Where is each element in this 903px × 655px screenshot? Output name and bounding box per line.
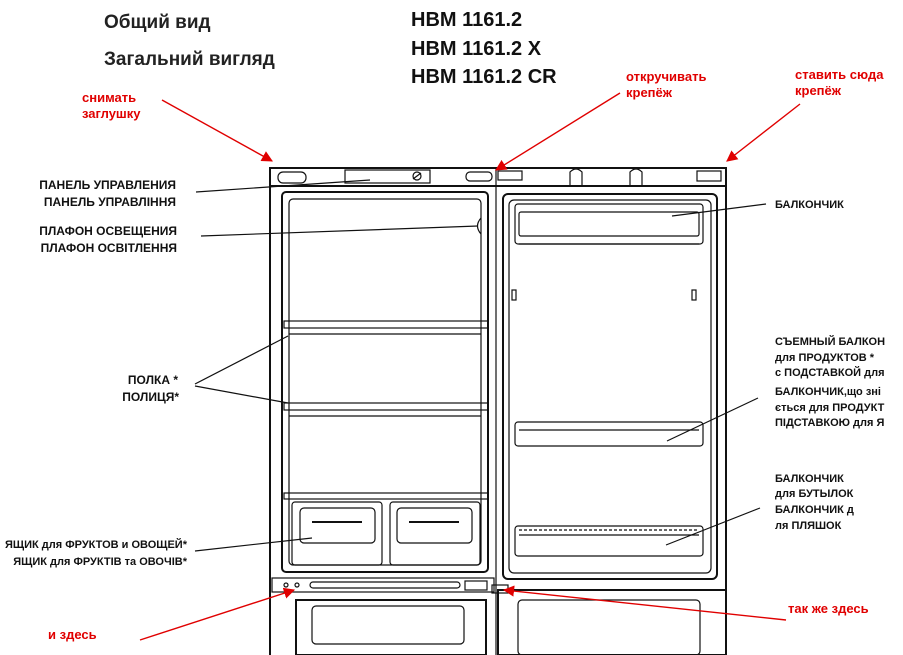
label-light-ru: ПЛАФОН ОСВЕЩЕНИЯ <box>39 224 177 238</box>
label-bottle-balcony-4: ля ПЛЯШОК <box>775 520 842 532</box>
model-name-3: HBM 1161.2 CR <box>411 66 557 88</box>
label-bottle-balcony-3: БАЛКОНЧИК д <box>775 504 854 516</box>
annotation-arrows <box>139 92 801 641</box>
note-remove-plug-2: заглушку <box>82 106 141 121</box>
label-control-panel-ua: ПАНЕЛЬ УПРАВЛІННЯ <box>44 195 176 209</box>
label-door-balcony: БАЛКОНЧИК <box>775 199 844 211</box>
label-removable-balcony-6: ПІДСТАВКОЮ для Я <box>775 417 884 429</box>
label-removable-balcony-2: для ПРОДУКТОВ * <box>775 352 875 364</box>
note-put-here-1: ставить сюда <box>795 67 884 82</box>
label-removable-balcony-5: ється для ПРОДУКТ <box>775 402 885 414</box>
note-also-here: так же здесь <box>788 601 869 616</box>
model-name-2: HBM 1161.2 X <box>411 38 542 60</box>
right-labels: БАЛКОНЧИК СЪЕМНЫЙ БАЛКОН для ПРОДУКТОВ *… <box>775 199 885 532</box>
note-put-here-2: крепёж <box>795 83 842 98</box>
note-and-here: и здесь <box>48 627 97 642</box>
red-notes: снимать заглушку откручивать крепёж став… <box>48 67 884 642</box>
label-crisper-ru: ЯЩИК для ФРУКТОВ и ОВОЩЕЙ* <box>5 538 188 551</box>
general-view-ua: Загальний вигляд <box>104 49 275 70</box>
label-shelf-ru: ПОЛКА * <box>128 373 178 387</box>
leader-lines <box>194 179 767 552</box>
label-removable-balcony-3: с ПОДСТАВКОЙ для <box>775 366 885 379</box>
label-removable-balcony-4: БАЛКОНЧИК,що зні <box>775 386 881 398</box>
label-removable-balcony-1: СЪЕМНЫЙ БАЛКОН <box>775 335 885 348</box>
fridge-body <box>269 167 727 655</box>
label-bottle-balcony-2: для БУТЫЛОК <box>775 488 854 500</box>
label-crisper-ua: ЯЩИК для ФРУКТІВ та ОВОЧІВ* <box>13 556 187 568</box>
left-labels: ПАНЕЛЬ УПРАВЛЕНИЯ ПАНЕЛЬ УПРАВЛІННЯ ПЛАФ… <box>5 178 188 568</box>
note-remove-plug-1: снимать <box>82 90 136 105</box>
label-light-ua: ПЛАФОН ОСВІТЛЕННЯ <box>41 241 177 255</box>
note-unscrew-2: крепёж <box>626 85 673 100</box>
label-control-panel-ru: ПАНЕЛЬ УПРАВЛЕНИЯ <box>39 178 176 192</box>
model-name-1: HBM 1161.2 <box>411 9 522 31</box>
note-unscrew-1: откручивать <box>626 69 706 84</box>
general-view-ru: Общий вид <box>104 12 211 33</box>
label-bottle-balcony-1: БАЛКОНЧИК <box>775 473 844 485</box>
label-shelf-ua: ПОЛИЦЯ* <box>122 390 179 404</box>
